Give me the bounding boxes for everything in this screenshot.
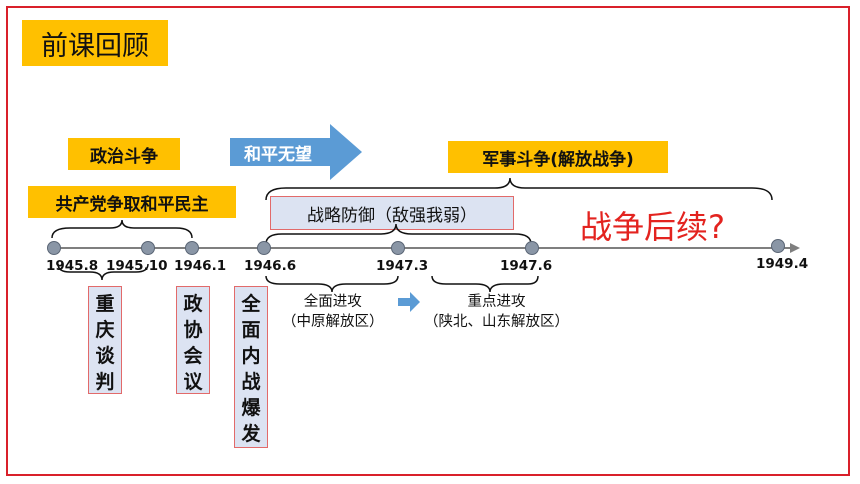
node-1947-3 (391, 241, 405, 255)
node-1945-10 (141, 241, 155, 255)
date-1945-8: 1945.8 (46, 258, 99, 274)
brace-key-attack (431, 275, 539, 293)
slide-title: 前课回顾 (22, 20, 168, 66)
brace-full-attack (265, 275, 399, 293)
slide-frame (6, 6, 850, 476)
brace-chongqing (57, 263, 149, 281)
date-1945-10: 1945.10 (106, 258, 168, 274)
military-struggle-label: 军事斗争(解放战争) (448, 141, 668, 173)
strategic-defense-box: 战略防御（敌强我弱） (270, 196, 514, 230)
phase-full-attack: 全面进攻 （中原解放区） (282, 292, 384, 332)
date-1946-1: 1946.1 (174, 258, 227, 274)
date-1949-4: 1949.4 (756, 256, 809, 272)
political-struggle-label: 政治斗争 (68, 138, 180, 170)
brace-military (265, 177, 773, 201)
brace-defense (265, 223, 532, 245)
phase-full-attack-title: 全面进攻 (303, 294, 362, 310)
date-1947-6: 1947.6 (500, 258, 553, 274)
phase-key-attack-region: （陕北、山东解放区） (424, 314, 569, 330)
small-right-arrow-icon (398, 292, 420, 312)
node-1949-4 (771, 239, 785, 253)
peace-democracy-label: 共产党争取和平民主 (28, 186, 236, 218)
node-1946-1 (185, 241, 199, 255)
peace-hopeless-arrow: 和平无望 (230, 124, 362, 180)
phase-key-attack-title: 重点进攻 (467, 294, 526, 310)
node-1947-6 (525, 241, 539, 255)
phase-full-attack-region: （中原解放区） (282, 314, 384, 330)
node-1946-6 (257, 241, 271, 255)
right-arrow-icon (230, 124, 362, 180)
date-1947-3: 1947.3 (376, 258, 429, 274)
phase-key-attack: 重点进攻 （陕北、山东解放区） (424, 292, 569, 332)
event-civil-war: 全面内战爆发 (234, 286, 268, 448)
brace-politics (51, 219, 193, 239)
axis-arrow-icon (790, 243, 800, 253)
node-1945-8 (47, 241, 61, 255)
peace-hopeless-label: 和平无望 (244, 145, 312, 165)
event-chongqing-talks: 重庆谈判 (88, 286, 122, 394)
followup-question: 战争后续? (580, 208, 725, 246)
date-1946-6: 1946.6 (244, 258, 297, 274)
event-pcc: 政协会议 (176, 286, 210, 394)
